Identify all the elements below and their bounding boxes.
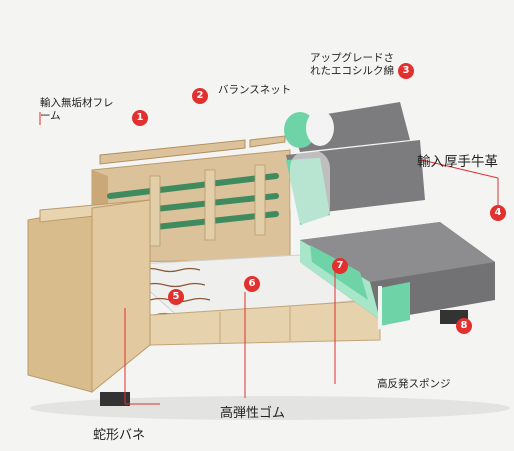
label-spring: 蛇形バネ — [93, 428, 146, 443]
label-balance-net: バランスネット — [218, 84, 292, 96]
label-frame-line2: ーム — [40, 110, 61, 122]
label-foam: 高反発スポンジ — [377, 378, 451, 390]
label-upgrade-line1: アップグレードさ — [310, 52, 394, 64]
marker-7: 7 — [332, 258, 348, 274]
label-upgrade-line2: れたエコシルク綿 — [310, 65, 394, 77]
label-frame: 輸入無垢材フレ ーム — [40, 97, 114, 123]
marker-2: 2 — [192, 88, 208, 104]
label-frame-line1: 輸入無垢材フレ — [40, 97, 114, 109]
marker-1: 1 — [132, 110, 148, 126]
marker-3: 3 — [398, 63, 414, 79]
marker-6: 6 — [244, 276, 260, 292]
marker-4: 4 — [490, 205, 506, 221]
label-rubber: 高弾性ゴム — [220, 406, 286, 421]
marker-5: 5 — [168, 289, 184, 305]
label-upgrade-cotton: アップグレードさ れたエコシルク綿 — [310, 52, 394, 78]
label-leather: 輸入厚手牛革 — [417, 154, 498, 170]
marker-8: 8 — [456, 318, 472, 334]
